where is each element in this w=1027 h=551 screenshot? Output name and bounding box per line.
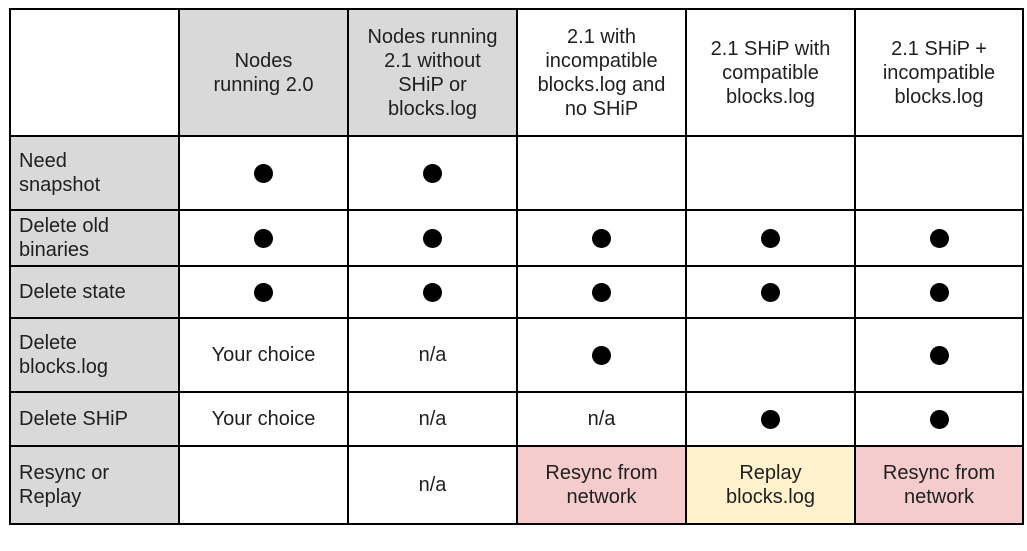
bullet-dot-icon: [254, 164, 273, 184]
cell-ship-incompatible: [854, 265, 1024, 319]
column-header-nodes-2-0: Nodes running 2.0: [178, 8, 349, 137]
column-header-label: Nodes running 2.0: [213, 49, 314, 96]
cell-nodes-2-1-no-ship: [347, 209, 518, 267]
table-row: Need snapshot: [9, 135, 1024, 211]
cell-nodes-2-1-no-ship: [347, 265, 518, 319]
cell-nodes-2-1-no-ship: [347, 135, 518, 211]
bullet-dot-icon: [761, 283, 780, 303]
cell-text: n/a: [418, 344, 447, 366]
bullet-dot-icon: [761, 229, 780, 249]
bullet-dot-icon: [929, 229, 949, 249]
bullet-dot-icon: [592, 283, 611, 303]
column-header-ship-incompatible: 2.1 SHiP + incompatible blocks.log: [854, 8, 1024, 137]
cell-nodes-2-1-no-ship: n/a: [347, 391, 518, 447]
row-label-cell: Delete state: [9, 265, 180, 319]
bullet-dot-icon: [423, 164, 442, 184]
cell-incompatible-no-ship: [516, 265, 687, 319]
bullet-dot-icon: [254, 229, 273, 249]
cell-ship-incompatible: [854, 135, 1024, 211]
bullet-dot-icon: [254, 283, 273, 303]
cell-ship-compatible: [685, 135, 856, 211]
cell-ship-incompatible: [854, 209, 1024, 267]
column-header-label: 2.1 SHiP + incompatible blocks.log: [882, 37, 996, 108]
cell-ship-compatible: [685, 317, 856, 393]
cell-incompatible-no-ship: Resync from network: [516, 445, 687, 525]
cell-incompatible-no-ship: [516, 317, 687, 393]
table-row: Resync or Replay n/a Resync from network Re…: [9, 445, 1024, 525]
row-label: Delete old binaries: [19, 215, 110, 261]
column-header-ship-compatible: 2.1 SHiP with compatible blocks.log: [685, 8, 856, 137]
table-row: Delete SHiP Your choice n/a n/a: [9, 391, 1024, 447]
cell-ship-incompatible: Resync from network: [854, 445, 1024, 525]
row-label-cell: Delete SHiP: [9, 391, 180, 447]
column-header-incompatible-no-ship: 2.1 with incompatible blocks.log and no …: [516, 8, 687, 137]
bullet-dot-icon: [592, 229, 611, 249]
cell-ship-compatible: [685, 391, 856, 447]
cell-text: Replay blocks.log: [726, 462, 815, 508]
bullet-dot-icon: [423, 229, 442, 249]
header-corner-cell: [9, 8, 180, 137]
cell-incompatible-no-ship: n/a: [516, 391, 687, 447]
cell-text: Your choice: [211, 344, 316, 366]
row-label-cell: Resync or Replay: [9, 445, 180, 525]
bullet-dot-icon: [592, 346, 611, 366]
cell-nodes-2-0: [178, 445, 349, 525]
cell-nodes-2-1-no-ship: n/a: [347, 317, 518, 393]
row-label: Need snapshot: [19, 150, 101, 196]
cell-text: n/a: [418, 474, 447, 496]
cell-ship-compatible: [685, 265, 856, 319]
row-label: Resync or Replay: [19, 462, 110, 508]
column-header-label: 2.1 with incompatible blocks.log and no …: [537, 25, 666, 120]
cell-nodes-2-0: [178, 209, 349, 267]
cell-nodes-2-0: Your choice: [178, 317, 349, 393]
bullet-dot-icon: [929, 283, 949, 303]
row-label: Delete blocks.log: [19, 332, 108, 378]
cell-nodes-2-0: [178, 265, 349, 319]
cell-nodes-2-1-no-ship: n/a: [347, 445, 518, 525]
header-row: Nodes running 2.0 Nodes running 2.1 with…: [9, 8, 1024, 137]
column-header-label: Nodes running 2.1 without SHiP or blocks…: [367, 25, 498, 120]
cell-incompatible-no-ship: [516, 209, 687, 267]
bullet-dot-icon: [929, 410, 949, 430]
cell-text: n/a: [418, 408, 447, 430]
bullet-dot-icon: [423, 283, 442, 303]
bullet-dot-icon: [761, 410, 780, 430]
column-header-nodes-2-1-no-ship: Nodes running 2.1 without SHiP or blocks…: [347, 8, 518, 137]
cell-ship-incompatible: [854, 317, 1024, 393]
table-row: Delete state: [9, 265, 1024, 319]
cell-ship-incompatible: [854, 391, 1024, 447]
cell-text: Resync from network: [545, 462, 658, 508]
bullet-dot-icon: [929, 346, 949, 366]
cell-nodes-2-0: [178, 135, 349, 211]
row-label-cell: Delete blocks.log: [9, 317, 180, 393]
cell-text: Your choice: [211, 408, 316, 430]
row-label: Delete state: [19, 281, 126, 303]
row-label-cell: Delete old binaries: [9, 209, 180, 267]
cell-text: Resync from network: [882, 462, 996, 508]
cell-ship-compatible: Replay blocks.log: [685, 445, 856, 525]
table-row: Delete old binaries: [9, 209, 1024, 267]
row-label-cell: Need snapshot: [9, 135, 180, 211]
column-header-label: 2.1 SHiP with compatible blocks.log: [710, 37, 831, 108]
comparison-table: Nodes running 2.0 Nodes running 2.1 with…: [9, 8, 1024, 525]
cell-nodes-2-0: Your choice: [178, 391, 349, 447]
cell-ship-compatible: [685, 209, 856, 267]
cell-text: n/a: [587, 408, 616, 430]
table-row: Delete blocks.log Your choice n/a: [9, 317, 1024, 393]
row-label: Delete SHiP: [19, 408, 128, 430]
cell-incompatible-no-ship: [516, 135, 687, 211]
